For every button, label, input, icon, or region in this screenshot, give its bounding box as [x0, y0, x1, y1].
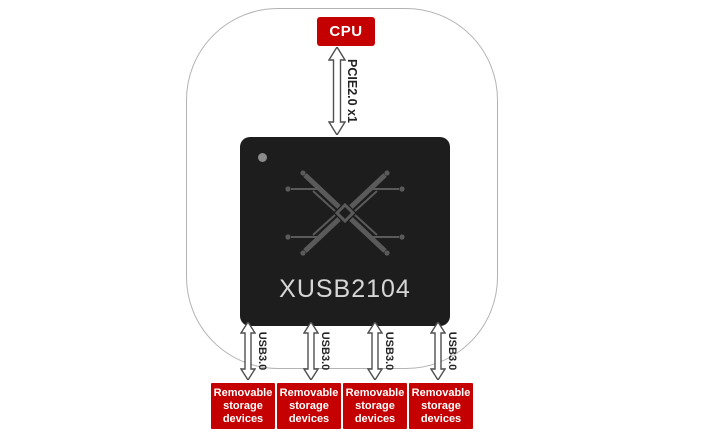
- usb-port-label: USB3.0: [256, 331, 268, 371]
- device-block: Removable storage devices: [409, 383, 473, 429]
- pcie-double-arrow-icon: [328, 47, 346, 135]
- usb-port-label: USB3.0: [383, 331, 395, 371]
- usb-double-arrow-icon: [240, 322, 256, 380]
- usb-double-arrow-icon: [303, 322, 319, 380]
- device-block: Removable storage devices: [343, 383, 407, 429]
- cpu-block: CPU: [317, 17, 375, 46]
- usb-double-arrow-icon: [430, 322, 446, 380]
- usb-port-label: USB3.0: [319, 331, 331, 371]
- cpu-label: CPU: [329, 23, 363, 40]
- usb-port-label: USB3.0: [446, 331, 458, 371]
- device-block: Removable storage devices: [211, 383, 275, 429]
- pcie-link-label: PCIE2.0 x1: [345, 59, 359, 123]
- chip-logo-icon: [285, 170, 405, 256]
- usb-double-arrow-icon: [367, 322, 383, 380]
- pin1-marker-dot: [258, 153, 267, 162]
- xusb2104-chip: XUSB2104: [240, 137, 450, 326]
- device-block: Removable storage devices: [277, 383, 341, 429]
- chip-name: XUSB2104: [279, 275, 411, 303]
